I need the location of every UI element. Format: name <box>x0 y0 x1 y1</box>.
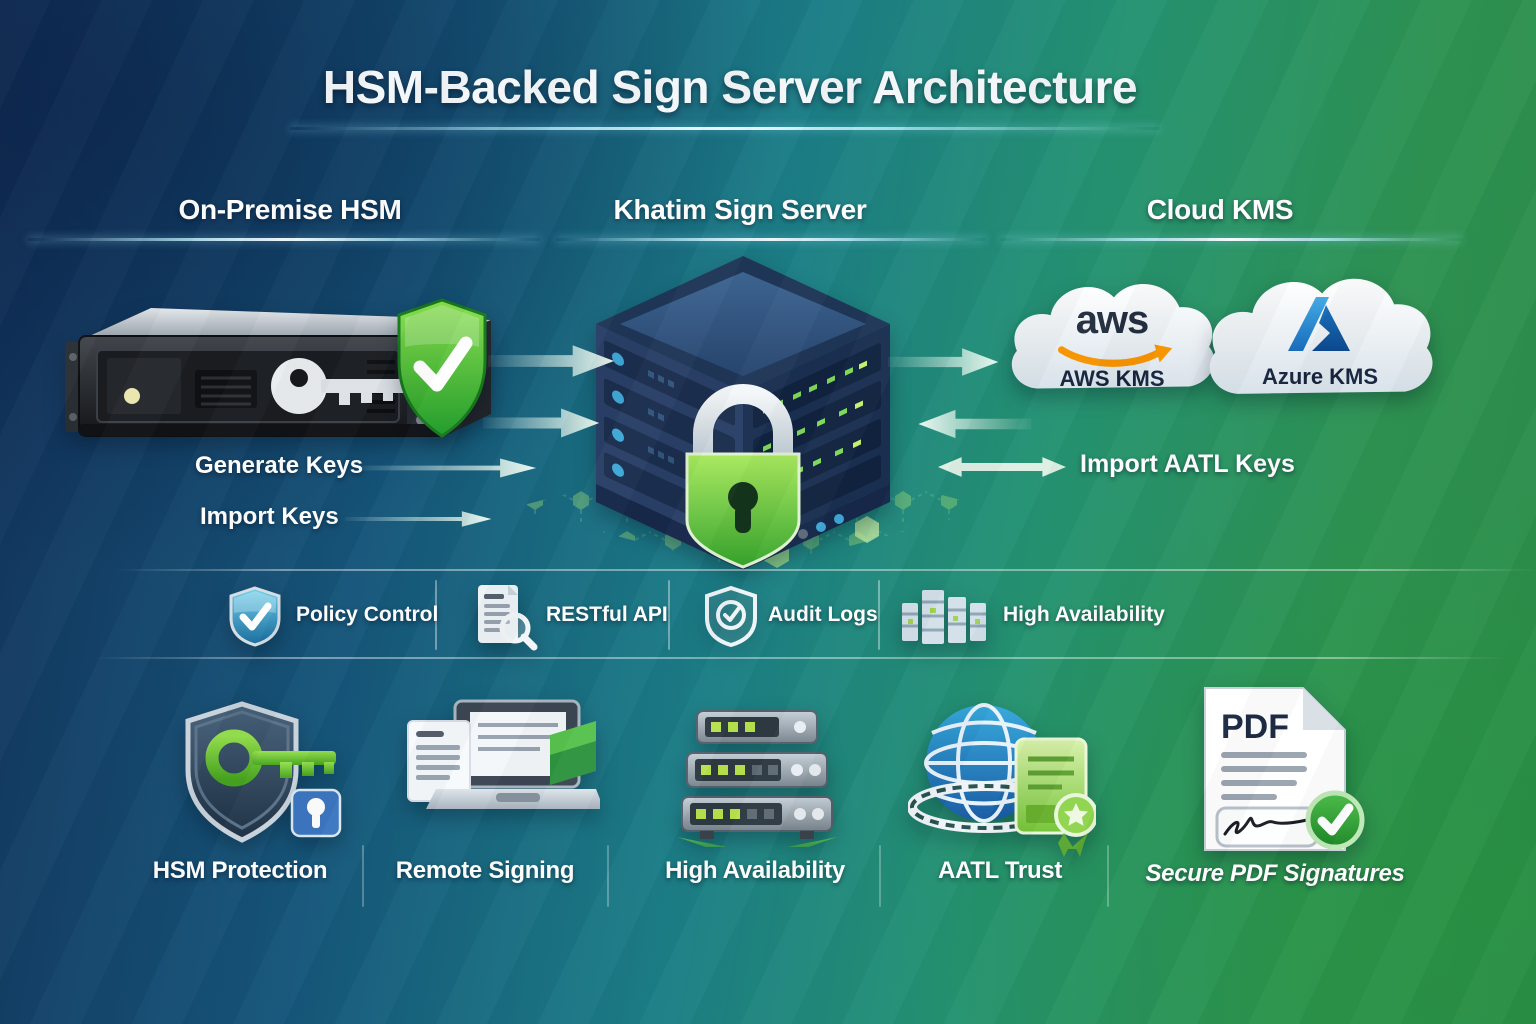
padlock-icon <box>685 384 801 569</box>
cloud-shape-icon <box>1209 278 1433 394</box>
capability-divider-4 <box>1107 845 1109 907</box>
sign-server-cube-illustration <box>596 256 890 570</box>
arrow-server-to-cloud <box>888 348 999 376</box>
document-magnifier-icon <box>478 585 538 651</box>
flow-label-import-keys: Import Keys <box>200 503 339 530</box>
section-header-on-premise-hsm: On-Premise HSM <box>178 194 402 225</box>
feature-label-high-availability: High Availability <box>1003 603 1165 626</box>
capability-divider-3 <box>879 845 881 907</box>
right-header-underline <box>1000 238 1462 241</box>
shield-key-lock-icon <box>185 701 342 843</box>
aws-smile-icon <box>1058 344 1173 367</box>
cloud-shape-icon <box>1011 283 1215 389</box>
flow-label-import-aatl-keys: Import AATL Keys <box>1080 450 1295 478</box>
capability-divider-2 <box>607 845 609 907</box>
flow-label-generate-keys: Generate Keys <box>195 452 364 479</box>
arrow-import-aatl-keys <box>938 457 1066 477</box>
feature-label-policy-control: Policy Control <box>296 603 439 626</box>
aws-kms-label: AWS KMS <box>1059 366 1165 391</box>
feature-divider-2 <box>668 580 670 650</box>
globe-certificate-icon <box>908 703 1096 857</box>
arrow-hsm-to-server-2 <box>483 408 600 438</box>
hsm-appliance-illustration <box>65 308 491 437</box>
azure-logo-icon <box>1288 297 1350 351</box>
capability-label-remote-signing: Remote Signing <box>395 857 575 884</box>
feature-label-restful-api: RESTful API <box>546 603 668 626</box>
section-header-khatim-sign-server: Khatim Sign Server <box>613 194 867 225</box>
arrow-hsm-to-server-1 <box>488 345 615 377</box>
capability-label-high-availability: High Availability <box>665 857 845 884</box>
page-title: HSM-Backed Sign Server Architecture <box>322 61 1138 113</box>
left-header-underline <box>28 238 540 241</box>
shield-check-icon <box>397 298 487 438</box>
capability-label-aatl-trust: AATL Trust <box>937 857 1063 884</box>
capability-label-hsm-protection: HSM Protection <box>152 857 328 884</box>
feature-strip-bottom-line <box>95 657 1505 659</box>
aws-logo: aws <box>1075 298 1150 342</box>
feature-divider-3 <box>878 580 880 650</box>
feature-divider-1 <box>435 580 437 650</box>
pdf-signature-icon: PDF <box>1204 687 1365 851</box>
azure-kms-label: Azure KMS <box>1261 364 1379 389</box>
arrow-cloud-to-server <box>918 409 1032 439</box>
policy-shield-check-icon <box>229 586 281 647</box>
pdf-badge-text: PDF <box>1221 708 1289 746</box>
capability-divider-1 <box>362 845 364 907</box>
feature-label-audit-logs: Audit Logs <box>768 603 878 626</box>
laptop-document-icon <box>407 699 600 809</box>
aws-kms-cloud: aws AWS KMS <box>1003 260 1221 412</box>
azure-kms-cloud: Azure KMS <box>1200 254 1440 418</box>
middle-header-underline <box>556 238 986 241</box>
section-header-cloud-kms: Cloud KMS <box>1146 194 1294 225</box>
capability-label-secure-pdf-signatures: Secure PDF Signatures <box>1145 860 1405 887</box>
arrow-generate-keys <box>358 458 537 478</box>
server-cluster-icon <box>677 710 837 847</box>
audit-shield-icon <box>705 585 757 647</box>
feature-strip-top-line <box>115 569 1536 571</box>
server-stack-icon <box>902 590 986 644</box>
arrow-import-keys <box>345 511 492 527</box>
title-underline <box>290 127 1160 130</box>
